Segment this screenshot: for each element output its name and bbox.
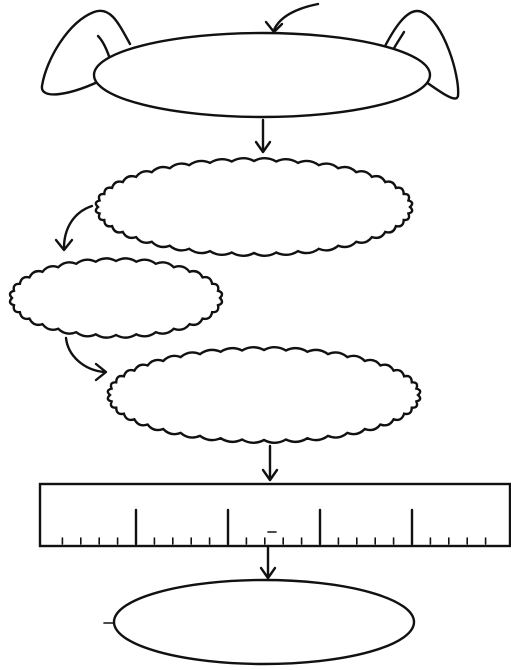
- cloud-node-3: [106, 346, 422, 444]
- bottom-oval-node: [112, 578, 416, 666]
- arrow-cloud2-to-cloud3-head: [94, 362, 108, 382]
- timeline-ruler: [38, 482, 511, 548]
- right-ear: [380, 9, 460, 100]
- cloud-node-1: [94, 157, 414, 257]
- arrow-oval-to-cloud1-head: [254, 140, 272, 154]
- arrow-cloud1-to-cloud2: [62, 204, 94, 250]
- ruler-ticks: [61, 508, 487, 546]
- arrow-ruler-to-oval-head: [259, 566, 277, 580]
- arrow-cloud3-to-ruler-head: [261, 468, 279, 482]
- top-oval-node: [92, 31, 432, 119]
- cloud-node-2: [8, 257, 224, 339]
- arrow-cloud1-to-cloud2-head: [54, 238, 74, 252]
- arrow-cloud2-to-cloud3: [64, 336, 106, 374]
- left-ear: [40, 9, 132, 96]
- entry-arrow-head: [264, 20, 284, 34]
- entry-arrow: [272, 2, 320, 32]
